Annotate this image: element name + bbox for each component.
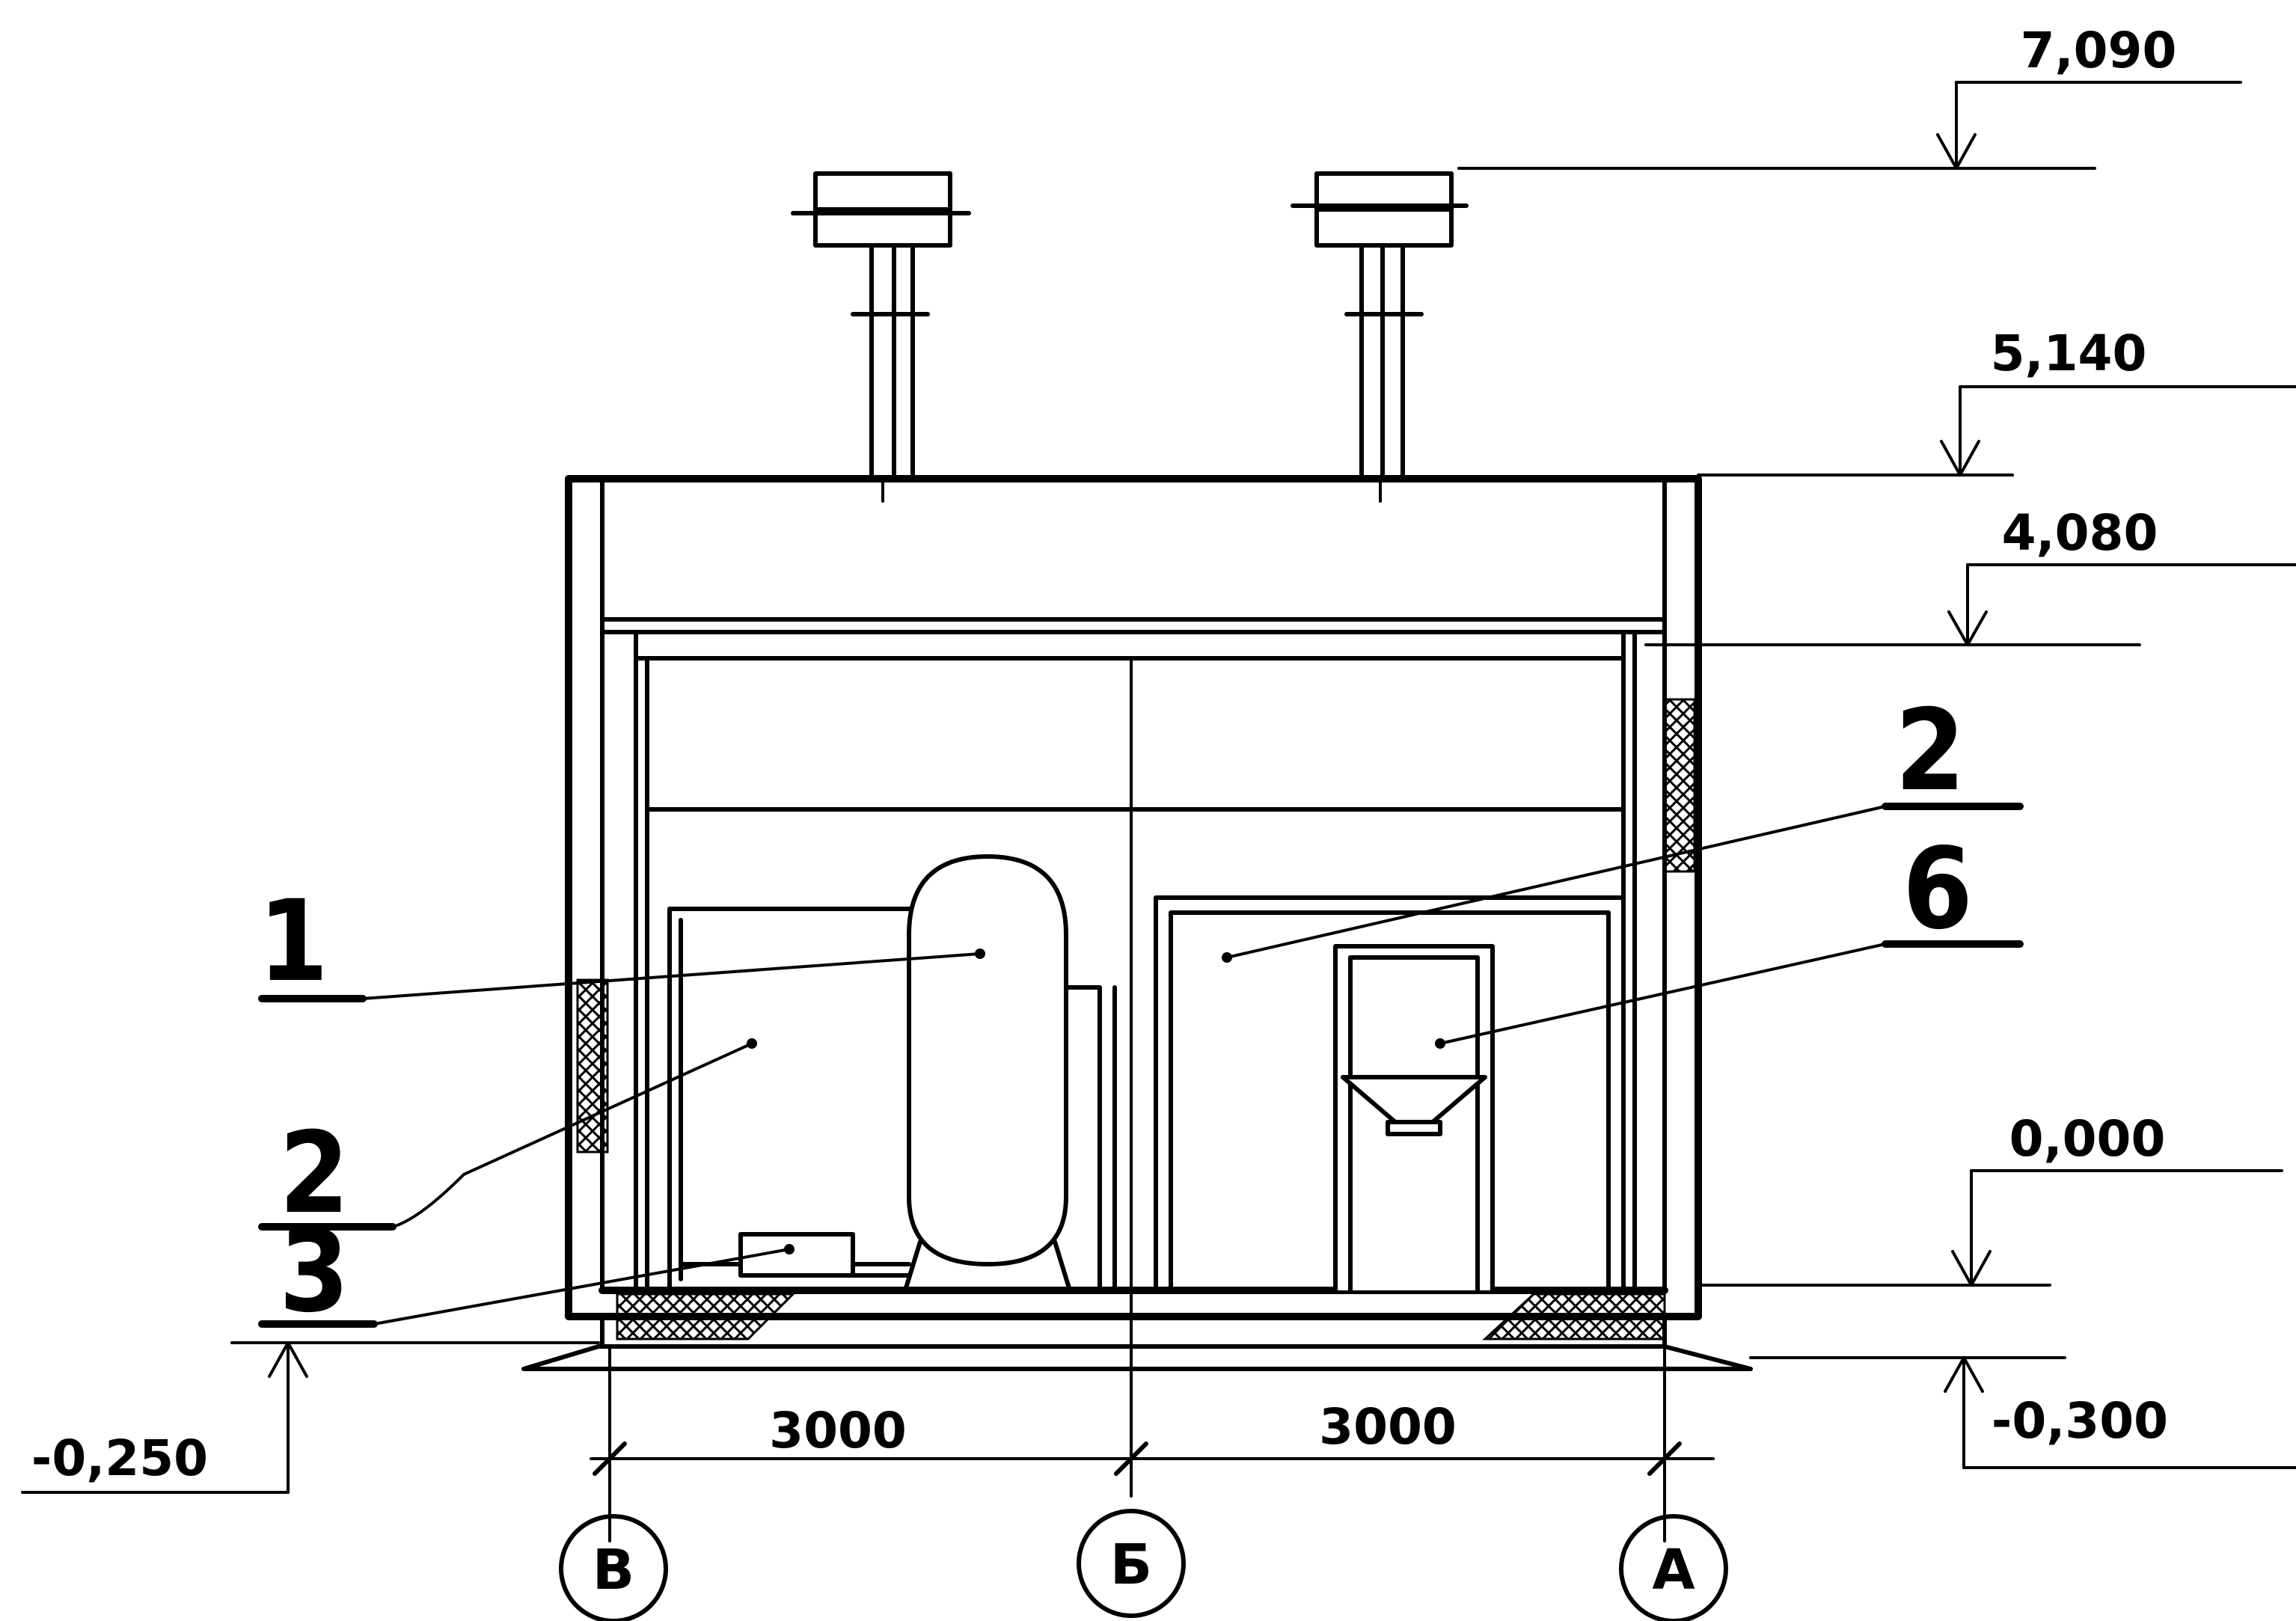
axis-label-right: А [1652, 1538, 1695, 1602]
dimension-label-left: 3000 [769, 1402, 907, 1459]
elevation-mark-0000: 0,000 [1697, 1110, 2283, 1287]
axis-marker-middle: Б [1077, 1509, 1186, 1618]
position-label-6: 6 [1902, 824, 1973, 954]
dimension-line: 3000 3000 [590, 1345, 1715, 1542]
elevation-mark-4080: 4,080 [1644, 504, 2296, 646]
roof-ventilator-left [791, 171, 971, 503]
position-labels: 1 2 3 2 6 [258, 686, 1973, 1337]
elevation-label-0000: 0,000 [2009, 1110, 2166, 1168]
equipment-panel-left [667, 907, 922, 1293]
position-label-3: 3 [279, 1207, 349, 1337]
elevation-mark-minus-0300: -0,300 [1749, 1356, 2296, 1469]
position-label-2-right: 2 [1895, 686, 1965, 816]
receiver-tank [903, 854, 1117, 1293]
axis-marker-left: В [559, 1514, 668, 1621]
floor-hatch-left [616, 1293, 796, 1340]
axis-label-middle: Б [1110, 1533, 1152, 1597]
floor-hatch-right [1482, 1293, 1666, 1340]
elevation-mark-5140: 5,140 [1697, 325, 2296, 477]
elevation-label-5140: 5,140 [1991, 325, 2147, 382]
building-shell [521, 475, 1753, 1498]
dimension-label-right: 3000 [1319, 1398, 1457, 1456]
hopper-unit [1333, 944, 1495, 1293]
axis-label-left: В [593, 1538, 634, 1602]
position-label-1: 1 [258, 877, 328, 1007]
leader-lines [258, 803, 2024, 1328]
elevation-mark-minus-0250: -0,250 [21, 1341, 600, 1494]
elevation-label-4080: 4,080 [2002, 504, 2158, 562]
equipment-panel-right [1154, 895, 1626, 1293]
roof-ventilator-right [1291, 171, 1469, 503]
elevation-label-minus-0250: -0,250 [31, 1430, 208, 1487]
pump-unit [679, 1232, 911, 1278]
elevation-label-7090: 7,090 [2021, 22, 2177, 79]
elevation-mark-7090: 7,090 [1457, 22, 2242, 170]
wall-hatch-left [576, 978, 609, 1153]
position-label-2-left: 2 [279, 1109, 349, 1239]
elevation-label-minus-0300: -0,300 [1992, 1392, 2168, 1450]
wall-hatch-right [1663, 698, 1696, 873]
axis-marker-right: А [1619, 1514, 1728, 1621]
